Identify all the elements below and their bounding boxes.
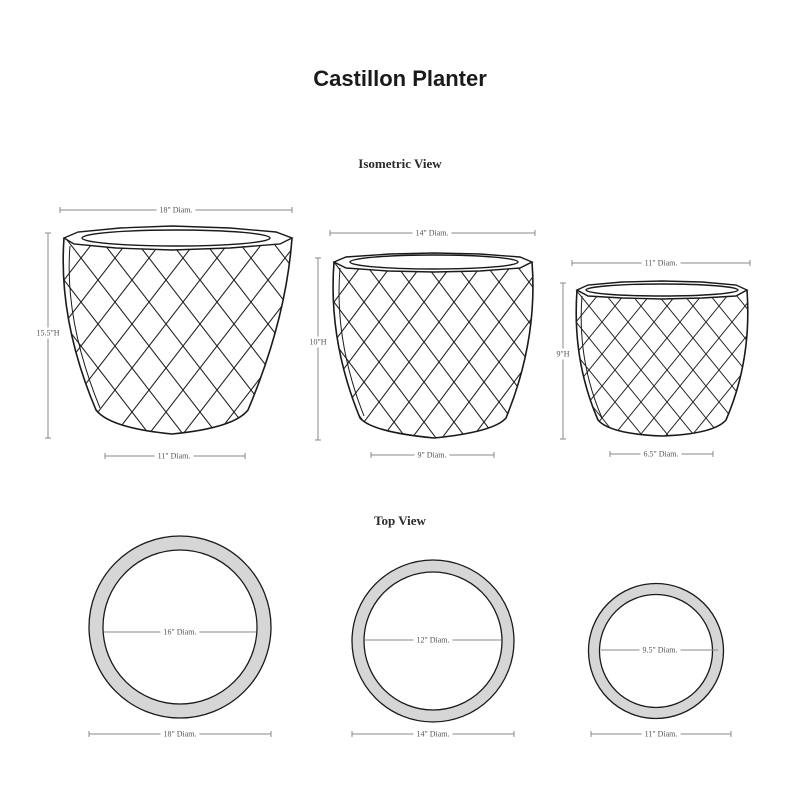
top-view-ring-small [587, 582, 725, 720]
medium-top-diameter-label: 14" Diam. [412, 228, 452, 238]
medium-inner-diameter-label: 12" Diam. [413, 635, 453, 645]
top-view-ring-large [88, 535, 272, 719]
small-bottom-diameter-label: 6.5" Diam. [640, 449, 682, 459]
top-view-heading: Top View [374, 513, 426, 528]
top-view-dimension-lines [88, 631, 732, 737]
large-outer-diameter-label: 18" Diam. [160, 729, 200, 739]
small-outer-diameter-label: 11" Diam. [641, 729, 681, 739]
small-inner-diameter-label: 9.5" Diam. [639, 645, 681, 655]
page-title: Castillon Planter [313, 66, 487, 91]
isometric-view-heading: Isometric View [358, 156, 442, 171]
large-inner-diameter-label: 16" Diam. [160, 627, 200, 637]
isometric-planter-small [575, 280, 749, 437]
top-view-ring-medium [351, 559, 515, 723]
large-top-diameter-label: 18" Diam. [156, 205, 196, 215]
large-height-label: 15.5"H [36, 327, 60, 339]
small-height-label: 9"H [556, 348, 570, 360]
medium-outer-diameter-label: 14" Diam. [413, 729, 453, 739]
isometric-planter-medium [332, 252, 534, 439]
isometric-planter-large [62, 225, 294, 435]
medium-bottom-diameter-label: 9" Diam. [414, 450, 450, 460]
small-top-diameter-label: 11" Diam. [641, 258, 681, 268]
large-bottom-diameter-label: 11" Diam. [154, 451, 194, 461]
medium-height-label: 10"H [309, 336, 327, 348]
